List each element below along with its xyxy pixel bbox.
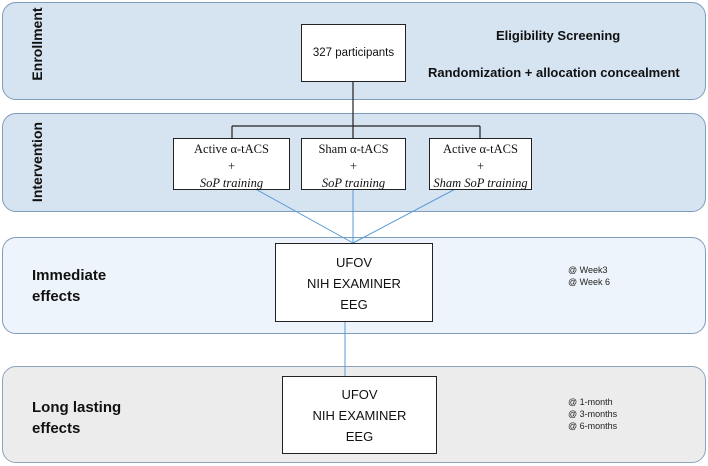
arm-active-tacs-sham-sop: Active α-tACS + Sham SoP training [429,138,532,190]
immediate-measure-eeg: EEG [340,297,368,312]
arm-2-line1: Sham α-tACS [318,142,389,156]
long-lasting-timepoints: @ 1-month @ 3-months @ 6-months [568,396,617,432]
long-measure-eeg: EEG [345,429,374,444]
participants-text: 327 participants [312,47,395,59]
long-lasting-effects-label: Long lasting effects [32,397,121,439]
long-lasting-label-line1: Long lasting [32,399,122,416]
timepoint-week6: @ Week 6 [568,277,610,287]
participants-box: 327 participants [301,24,406,82]
timepoint-week3: @ Week3 [568,265,608,275]
immediate-measures-box: UFOV NIH EXAMINER EEG [275,243,433,322]
timepoint-6-months: @ 6-months [568,421,618,431]
eligibility-screening-text: Eligibility Screening [496,28,621,43]
randomization-text: Randomization + allocation concealment [428,65,680,80]
immediate-label-line1: Immediate [32,267,107,284]
immediate-timepoints: @ Week3 @ Week 6 [568,264,610,288]
immediate-measure-ufov: UFOV [335,255,373,270]
arm-active-tacs-sop: Active α-tACS + SoP training [173,138,290,190]
immediate-label-line2: effects [32,288,81,305]
enrollment-label: Enrollment [29,7,45,81]
timepoint-3-months: @ 3-months [568,409,618,419]
arm-1-line1: Active α-tACS [194,142,269,156]
long-measure-nih-examiner: NIH EXAMINER [312,408,407,423]
arm-1-plus: + [227,159,236,173]
arm-2-line3: SoP training [321,176,386,190]
long-lasting-label-line2: effects [32,420,81,437]
long-measure-ufov: UFOV [341,387,378,402]
arm-sham-tacs-sop: Sham α-tACS + SoP training [301,138,406,190]
intervention-label: Intervention [29,121,45,203]
arm-2-plus: + [349,159,358,173]
timepoint-1-month: @ 1-month [568,397,613,407]
arm-3-line3: Sham SoP training [433,176,528,190]
long-lasting-measures-box: UFOV NIH EXAMINER EEG [282,376,437,454]
arm-1-line3: SoP training [199,176,264,190]
arm-3-line1: Active α-tACS [443,142,518,156]
arm-3-plus: + [476,159,485,173]
immediate-measure-nih-examiner: NIH EXAMINER [307,276,401,291]
immediate-effects-label: Immediate effects [32,265,106,307]
